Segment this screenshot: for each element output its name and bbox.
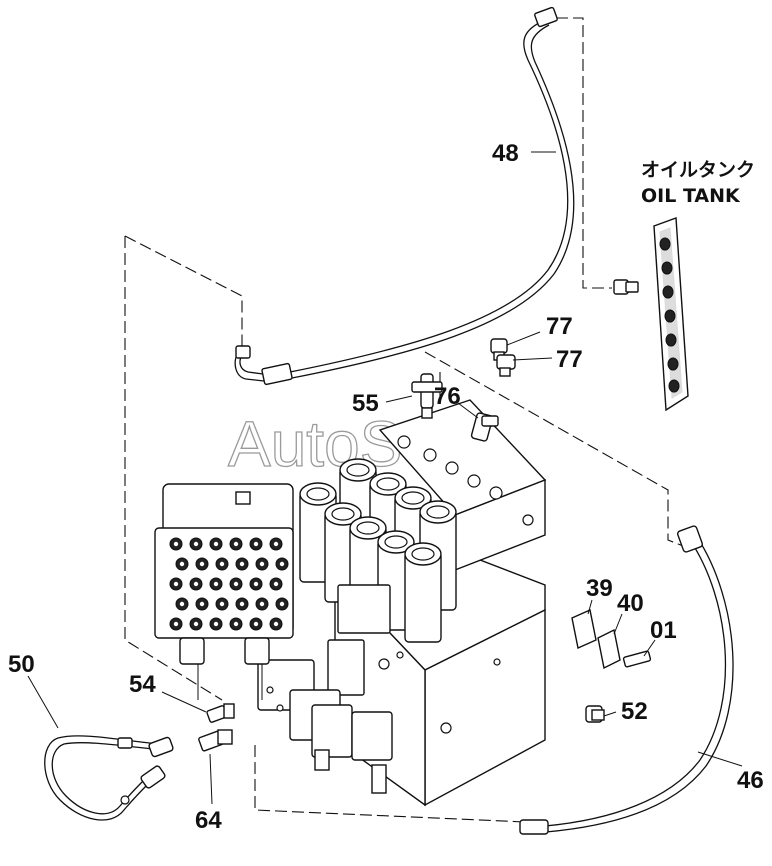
callout-leaders [27, 151, 743, 805]
oil-tank-label-en: OIL TANK [641, 185, 741, 207]
fitting-55 [411, 373, 443, 419]
bolt-center [219, 601, 225, 607]
bolt-center [279, 561, 285, 567]
callout-77-lower: 77 [556, 346, 583, 373]
bolt-center [233, 541, 239, 547]
hose-48 [234, 6, 575, 386]
fitting-52 [585, 705, 605, 723]
bolt-center [279, 601, 285, 607]
callout-77-upper: 77 [546, 313, 573, 340]
callout-54: 54 [129, 671, 156, 698]
callout-01: 01 [650, 617, 677, 644]
callout-40: 40 [617, 590, 644, 617]
callout-76: 76 [434, 383, 461, 410]
bracket-39-40 [571, 609, 652, 670]
callout-numbers: 48 77 77 55 76 39 40 01 50 54 52 64 46 [8, 140, 764, 834]
bolt-center [173, 621, 179, 627]
bolt-center [253, 621, 259, 627]
bolt-center [193, 541, 199, 547]
oil-tank-label-jp: オイルタンク [641, 159, 755, 181]
bolt-center [273, 541, 279, 547]
bolt-center [273, 621, 279, 627]
hose-46 [519, 525, 734, 835]
callout-50: 50 [8, 651, 35, 678]
cap-77 [490, 338, 516, 377]
bolt-center [259, 601, 265, 607]
bolt-center [179, 561, 185, 567]
bolt-center [253, 581, 259, 587]
bolt-center [173, 541, 179, 547]
callout-48: 48 [492, 140, 519, 167]
control-valve-block [257, 399, 547, 807]
hose-50 [44, 735, 174, 821]
bolt-center [233, 621, 239, 627]
bolt-center [213, 541, 219, 547]
bolt-center [233, 581, 239, 587]
bolt-center [199, 561, 205, 567]
bolt-center [199, 601, 205, 607]
callout-46: 46 [737, 767, 764, 794]
bolt-center [219, 561, 225, 567]
bolt-center [193, 621, 199, 627]
bolt-center [239, 561, 245, 567]
bolt-center [173, 581, 179, 587]
bolt-center [253, 541, 259, 547]
bolt-center [273, 581, 279, 587]
fitting-54 [206, 703, 235, 723]
callout-39: 39 [586, 575, 613, 602]
bolt-center [213, 581, 219, 587]
bolt-center [259, 561, 265, 567]
fitting-64 [198, 729, 233, 752]
solenoid-manifold [154, 483, 294, 700]
bolt-center [193, 581, 199, 587]
callout-55: 55 [352, 390, 379, 417]
bolt-center [239, 601, 245, 607]
callout-64: 64 [195, 807, 222, 834]
manifold-bolts [169, 537, 289, 631]
bolt-center [213, 621, 219, 627]
callout-52: 52 [621, 698, 648, 725]
fitting-76 [470, 412, 499, 442]
bolt-center [179, 601, 185, 607]
oil-tank-plate [613, 217, 689, 412]
